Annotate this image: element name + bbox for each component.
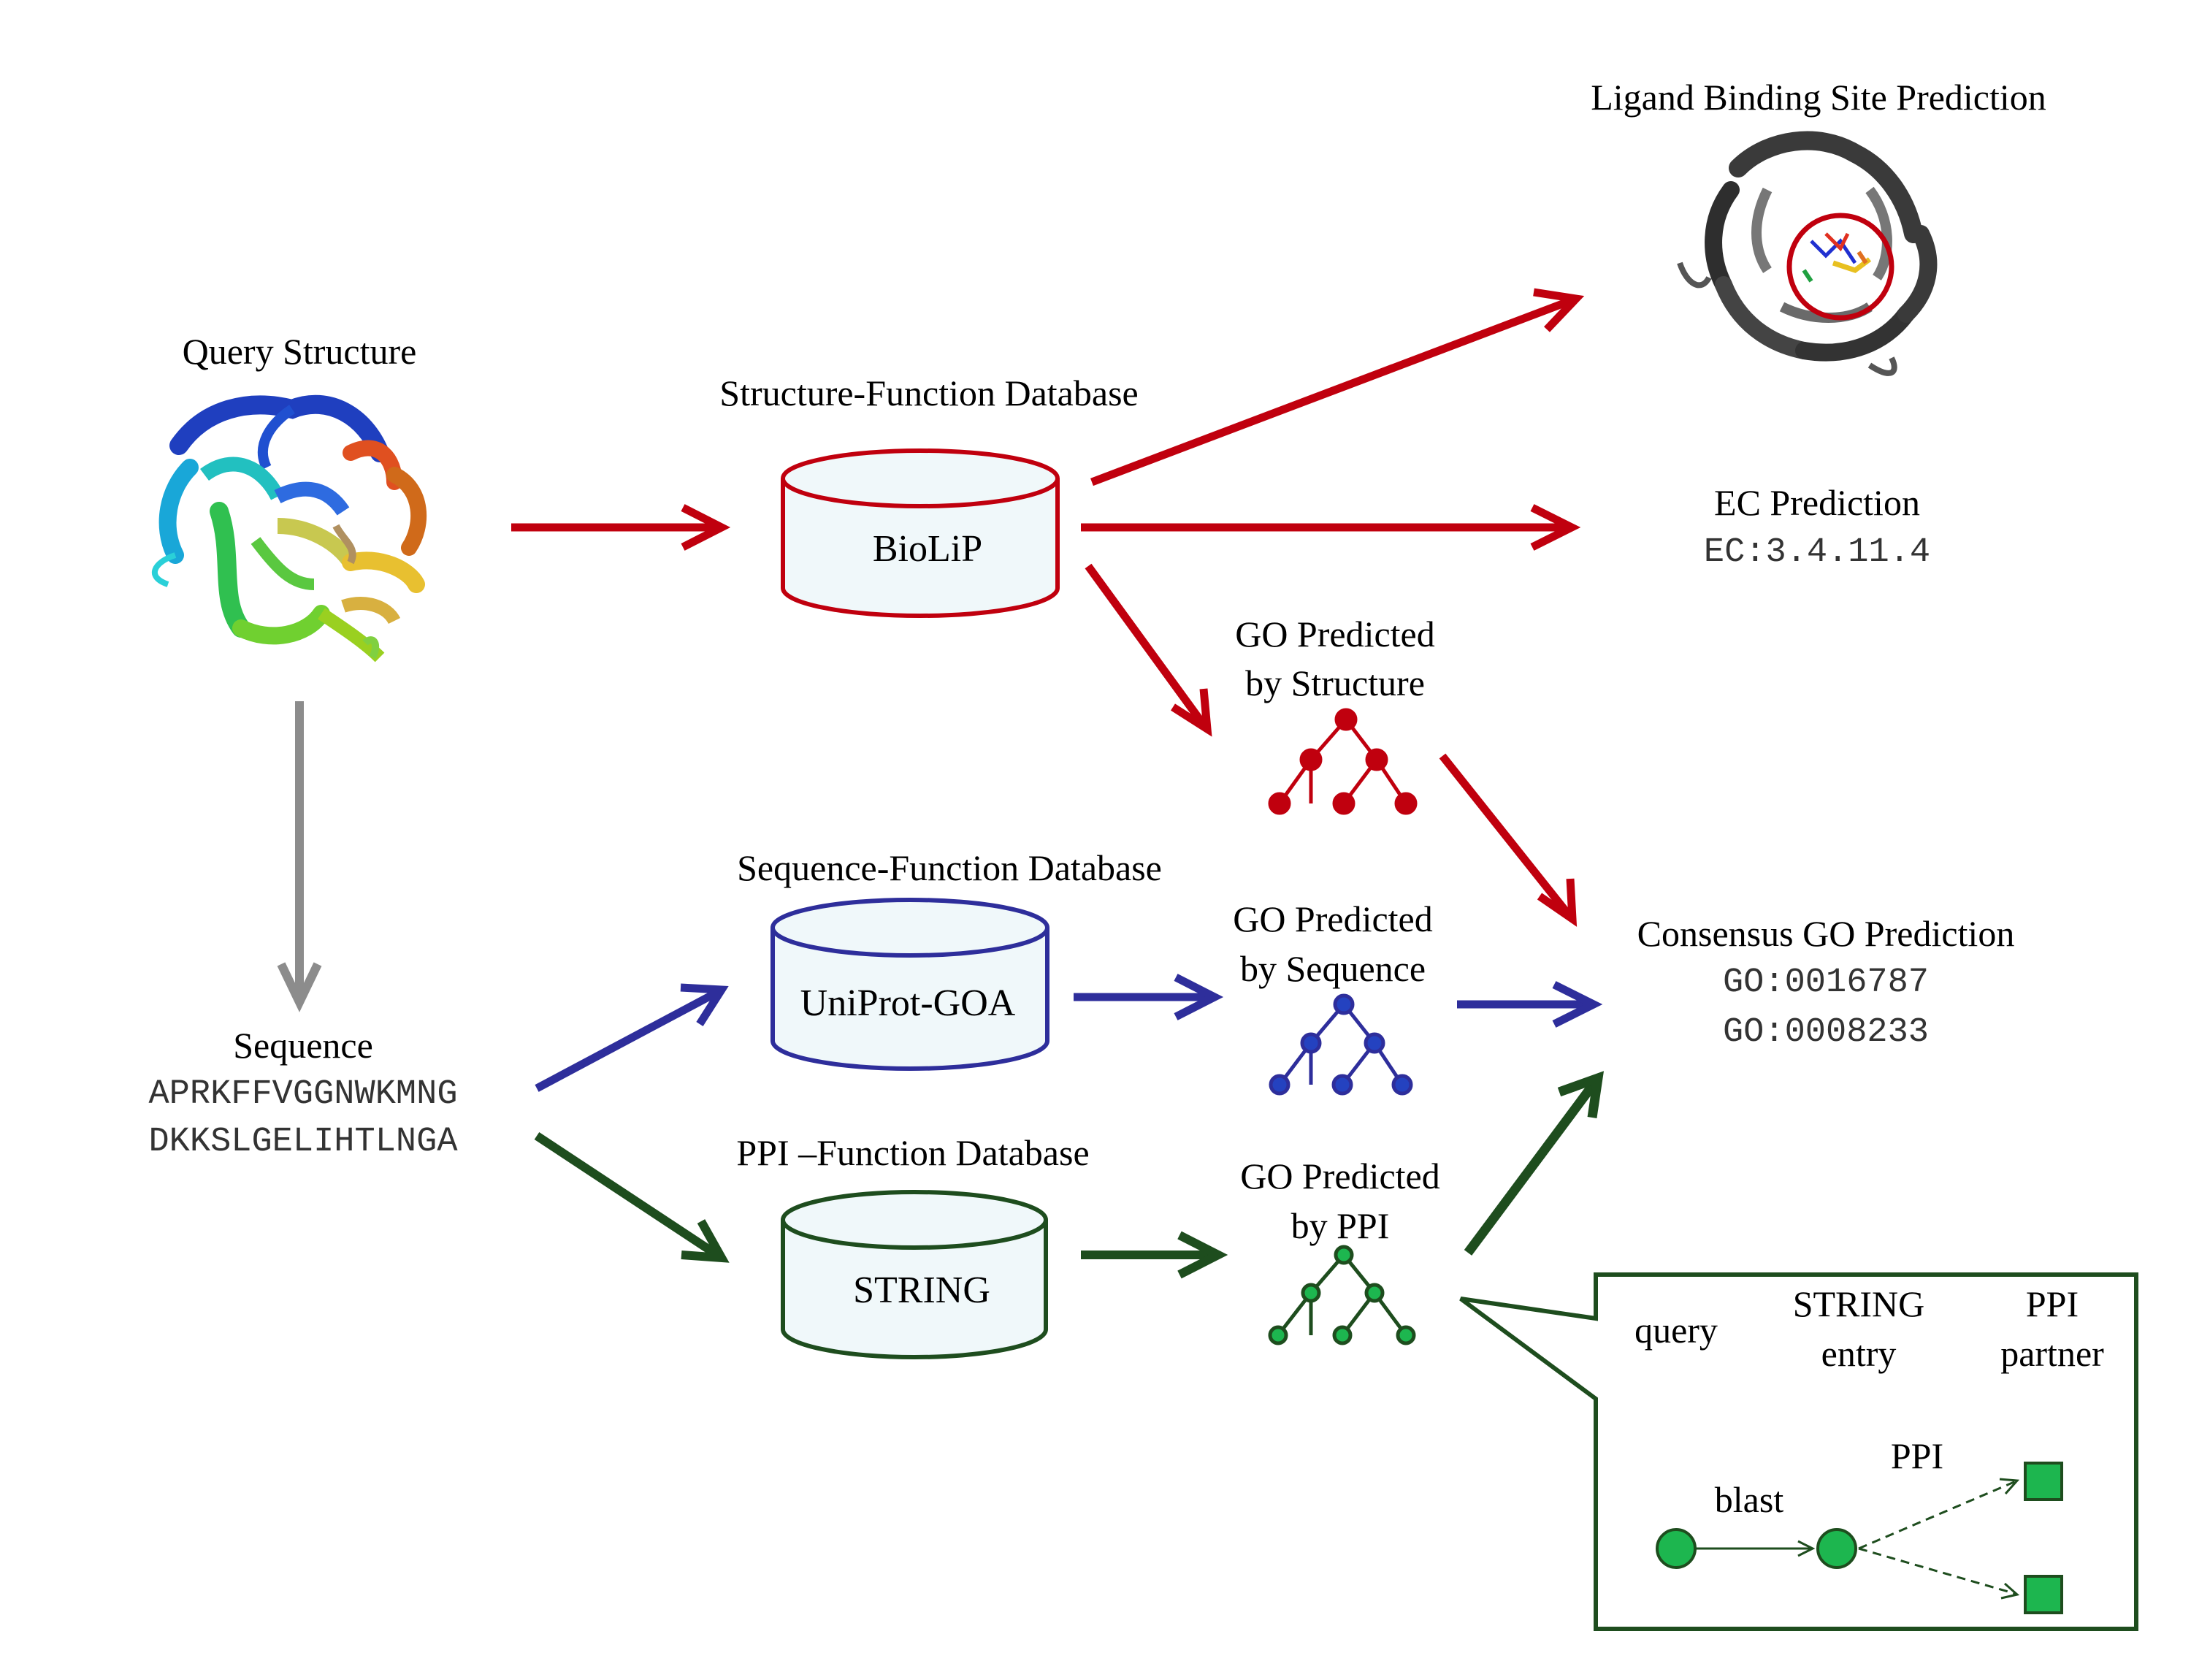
string-label: STRING bbox=[853, 1269, 990, 1311]
biolip-to-go-structure-arrow bbox=[1085, 563, 1209, 730]
inset-query-node bbox=[1656, 1528, 1697, 1569]
biolip-to-ec-arrowhead bbox=[1530, 504, 1581, 551]
go-ppi-title-line-1: GO Predicted bbox=[1240, 1156, 1440, 1196]
go-sequence-to-consensus-arrowhead bbox=[1552, 981, 1603, 1028]
inset-partner-node-2 bbox=[2024, 1575, 2063, 1614]
inset-ppi-edge-2-arrowhead bbox=[2000, 1582, 2020, 1600]
structure-to-sequence-arrowhead bbox=[277, 962, 322, 1012]
biolip-database-cylinder bbox=[781, 448, 1060, 618]
go-ppi-tree-icon bbox=[1268, 1245, 1416, 1345]
go-ppi-to-consensus-arrowhead bbox=[1557, 1071, 1605, 1118]
go-structure-to-consensus-arrow bbox=[1439, 753, 1574, 920]
inset-partner-label-line-2: partner bbox=[2000, 1333, 2104, 1374]
sequence-to-uniprot-arrow bbox=[535, 988, 722, 1092]
go-sequence-title-line-1: GO Predicted bbox=[1233, 898, 1433, 939]
uniprot-goa-database-cylinder bbox=[771, 898, 1049, 1071]
go-structure-tree-icon bbox=[1268, 708, 1418, 815]
consensus-go-term-2: GO:0008233 bbox=[1723, 1013, 1929, 1052]
inset-ppi-edge-2 bbox=[1858, 1547, 2016, 1595]
inset-partner-label-line-1: PPI bbox=[2026, 1283, 2079, 1324]
sequence-to-string-arrowhead bbox=[681, 1219, 730, 1263]
inset-query-label: query bbox=[1634, 1310, 1718, 1351]
inset-string-node bbox=[1816, 1528, 1857, 1569]
uniprot-to-go-sequence-arrowhead bbox=[1174, 974, 1224, 1020]
inset-string-label-line-1: STRING bbox=[1793, 1283, 1925, 1324]
query-protein-image bbox=[151, 394, 427, 663]
ligand-prediction-title: Ligand Binding Site Prediction bbox=[1591, 77, 2046, 118]
ppi-db-title: PPI –Function Database bbox=[736, 1132, 1089, 1173]
go-ppi-title-line-2: by PPI bbox=[1291, 1205, 1390, 1246]
inset-partner-node-1 bbox=[2024, 1462, 2063, 1501]
sequence-line-2: DKKSLGELIHTLNGA bbox=[148, 1123, 458, 1161]
ligand-protein-image bbox=[1677, 131, 1938, 376]
inset-ppi-label: PPI bbox=[1891, 1435, 1943, 1476]
sequence-to-string-arrow bbox=[534, 1131, 722, 1261]
ec-prediction-title: EC Prediction bbox=[1714, 482, 1920, 523]
inset-string-label-line-2: entry bbox=[1821, 1333, 1897, 1374]
uniprot-goa-label: UniProt-GOA bbox=[800, 982, 1016, 1024]
biolip-to-go-structure-arrowhead bbox=[1171, 688, 1212, 737]
string-to-go-ppi-arrowhead bbox=[1177, 1231, 1228, 1279]
go-sequence-tree-icon bbox=[1269, 993, 1413, 1096]
consensus-go-term-1: GO:0016787 bbox=[1723, 963, 1929, 1002]
structure-to-biolip-arrowhead bbox=[681, 504, 731, 551]
ec-number: EC:3.4.11.4 bbox=[1704, 533, 1930, 572]
go-structure-to-consensus-arrowhead bbox=[1537, 878, 1578, 927]
structure-db-title: Structure-Function Database bbox=[719, 373, 1138, 413]
sequence-db-title: Sequence-Function Database bbox=[737, 847, 1162, 888]
go-sequence-title-line-2: by Sequence bbox=[1240, 948, 1426, 989]
query-structure-label: Query Structure bbox=[183, 331, 417, 372]
inset-blast-label: blast bbox=[1715, 1479, 1784, 1520]
inset-ppi-edge-1-arrowhead bbox=[1999, 1478, 2020, 1494]
go-structure-title-line-1: GO Predicted bbox=[1235, 614, 1435, 654]
biolip-to-ligand-arrow bbox=[1090, 295, 1575, 486]
biolip-to-ligand-arrowhead bbox=[1533, 288, 1585, 332]
sequence-line-1: APRKFFVGGNWKMNG bbox=[148, 1075, 457, 1114]
go-structure-title-line-2: by Structure bbox=[1245, 663, 1425, 703]
ppi-inset-callout bbox=[1459, 1272, 2138, 1631]
sequence-to-uniprot-arrowhead bbox=[680, 983, 729, 1026]
inset-blast-edge-arrowhead bbox=[1797, 1540, 1816, 1557]
string-database-cylinder bbox=[781, 1190, 1048, 1359]
go-ppi-to-consensus-arrow bbox=[1464, 1078, 1600, 1256]
consensus-title: Consensus GO Prediction bbox=[1637, 913, 2015, 954]
sequence-label: Sequence bbox=[233, 1025, 373, 1066]
biolip-label: BioLiP bbox=[873, 528, 982, 570]
